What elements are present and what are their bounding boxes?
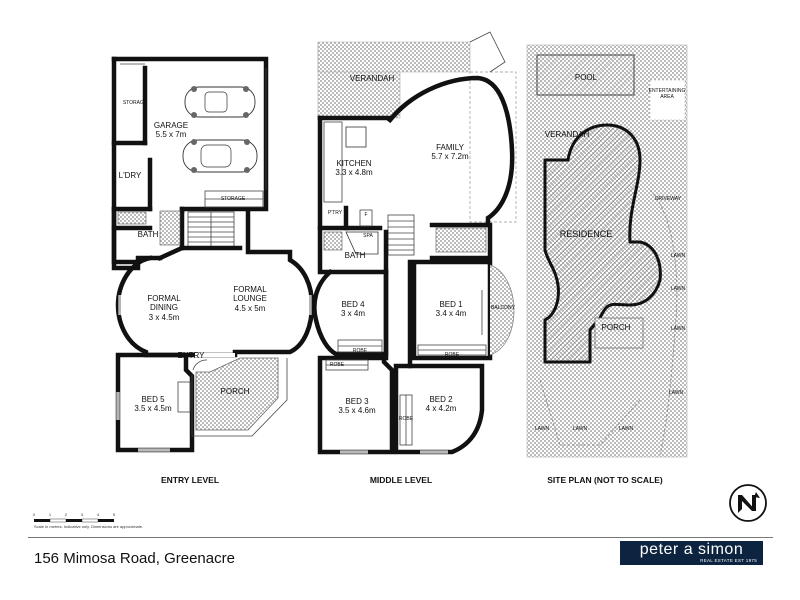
storage-bottom-label: STORAGE	[221, 196, 246, 202]
bed1-label: BED 1	[439, 300, 463, 309]
porch-label: PORCH	[221, 387, 250, 396]
lawn-label: LAWN	[671, 286, 686, 292]
scale-tick-1: 1	[49, 512, 52, 517]
car-icon	[182, 139, 258, 173]
formal-dining-size: 3 x 4.5m	[149, 313, 180, 322]
garage-label: GARAGE	[154, 121, 188, 130]
kitchen-label: KITCHEN	[336, 159, 371, 168]
robe-label-2: ROBE	[445, 352, 460, 358]
robe-label-1: ROBE	[353, 348, 368, 354]
bed3-size: 3.5 x 4.6m	[338, 406, 376, 415]
garage-size: 5.5 x 7m	[156, 130, 187, 139]
entry-level-plan	[111, 56, 315, 453]
robe-label-3: ROBE	[330, 362, 345, 368]
footer-divider	[28, 537, 773, 538]
scale-disclaimer: Scale in metres. Indicative only. Dimens…	[34, 524, 143, 529]
residence-footprint	[543, 123, 662, 364]
bed2-size: 4 x 4.2m	[426, 404, 457, 413]
brand-tagline: REAL ESTATE EST 1975	[700, 558, 757, 563]
fridge-label: F	[364, 212, 367, 218]
car-icon	[184, 86, 256, 118]
site-verandah-label: VERANDAH	[545, 130, 590, 139]
middle-bath-label: BATH	[345, 251, 366, 260]
formal-lounge-label: FORMAL	[233, 285, 267, 294]
ptry-label: P'TRY	[328, 210, 343, 216]
bed5-size: 3.5 x 4.5m	[134, 404, 172, 413]
lawn-label: LAWN	[669, 390, 684, 396]
entertaining-label: ENTERTAINING	[649, 88, 686, 94]
brand-name: peter a simon	[639, 541, 744, 558]
formal-lounge-size: 4.5 x 5m	[235, 304, 266, 313]
middle-level-title: MIDDLE LEVEL	[370, 475, 432, 485]
ldry-label: L'DRY	[119, 171, 142, 180]
north-arrow-icon	[728, 483, 768, 523]
scale-tick-5: 5	[113, 512, 116, 517]
residence-label: RESIDENCE	[560, 229, 613, 239]
bed4-size: 3 x 4m	[341, 309, 365, 318]
family-label: FAMILY	[436, 143, 465, 152]
lawn-label: LAWN	[535, 426, 550, 432]
property-address: 156 Mimosa Road, Greenacre	[34, 550, 235, 567]
lawn-label: LAWN	[619, 426, 634, 432]
formal-dining-label-2: DINING	[150, 303, 178, 312]
scale-tick-4: 4	[97, 512, 100, 517]
storage-left-label: STORAGE	[123, 100, 148, 106]
formal-lounge-label-2: LOUNGE	[233, 294, 267, 303]
kitchen-size: 3.3 x 4.8m	[335, 168, 373, 177]
entry-stairs	[187, 211, 235, 249]
robe-label-4: ROBE	[399, 416, 414, 422]
bed5-label: BED 5	[141, 395, 165, 404]
site-plan	[526, 44, 688, 458]
bed4-label: BED 4	[341, 300, 365, 309]
family-size: 5.7 x 7.2m	[431, 152, 469, 161]
lawn-label: LAWN	[671, 326, 686, 332]
bed2-label: BED 2	[429, 395, 453, 404]
entry-level-title: ENTRY LEVEL	[161, 475, 219, 485]
entry-label: ENTRY	[178, 351, 206, 360]
pool-label: POOL	[575, 73, 598, 82]
scale-tick-2: 2	[65, 512, 68, 517]
brand-logo: peter a simon REAL ESTATE EST 1975	[620, 541, 763, 565]
middle-level-plan	[312, 31, 517, 455]
entertaining-label-2: AREA	[660, 94, 674, 100]
verandah-label: VERANDAH	[350, 74, 395, 83]
bed3-label: BED 3	[345, 397, 369, 406]
lawn-label: LAWN	[573, 426, 588, 432]
middle-stairs	[387, 214, 415, 256]
scale-tick-0: 0	[33, 512, 36, 517]
balcony-label: BALCONY	[491, 305, 516, 311]
formal-dining-label: FORMAL	[147, 294, 181, 303]
scale-tick-3: 3	[81, 512, 84, 517]
spa-label: SPA	[363, 233, 373, 239]
site-plan-title: SITE PLAN (NOT TO SCALE)	[547, 475, 663, 485]
entry-bath-label: BATH	[138, 230, 159, 239]
scale-bar: 0 1 2 3 4 5 Scale in metres. Indicative …	[33, 512, 143, 529]
driveway-label: DRIVEWAY	[655, 196, 682, 202]
site-porch-label: PORCH	[602, 323, 631, 332]
lawn-label: LAWN	[671, 253, 686, 259]
bed1-size: 3.4 x 4m	[436, 309, 467, 318]
